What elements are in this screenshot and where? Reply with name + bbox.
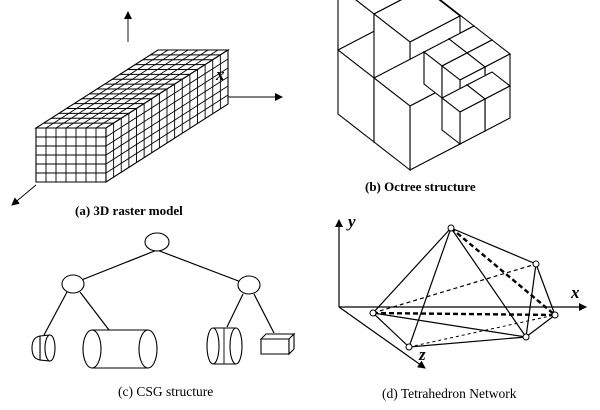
octree-caption: (b) Octree structure <box>365 179 476 194</box>
csg-edge <box>253 293 275 334</box>
csg-panel: (c) CSG structure <box>31 232 296 399</box>
tetra-axes <box>335 219 587 369</box>
csg-left-node <box>61 274 85 294</box>
csg-caption: (c) CSG structure <box>118 384 213 399</box>
csg-right-node <box>237 275 261 295</box>
octree-cube-top <box>355 0 403 15</box>
box-primitive <box>259 332 296 356</box>
tetra-x-label: x <box>570 283 580 302</box>
csg-tree-edges <box>43 249 275 336</box>
tetra-caption: (d) Tetrahedron Network <box>382 386 517 401</box>
cylinder-primitive <box>82 329 158 369</box>
csg-edge <box>79 291 110 331</box>
csg-edge <box>73 249 158 284</box>
octree-cubes <box>336 0 512 172</box>
raster-model-panel: x (a) 3D raster model <box>11 11 283 218</box>
raster-caption: (a) 3D raster model <box>75 203 183 218</box>
raster-diagonal-axis <box>11 184 37 206</box>
csg-edge <box>156 249 250 286</box>
tetra-network <box>369 224 559 351</box>
csg-root-node <box>144 232 170 252</box>
octree-cube-left <box>441 96 461 146</box>
cone-primitive <box>31 334 56 362</box>
csg-edge <box>226 293 244 328</box>
tetra-y-label: y <box>346 212 356 231</box>
csg-edge <box>43 291 68 336</box>
tetrahedron-panel: y x z (d) Tetrahedron Network <box>335 212 587 401</box>
raster-x-label: x <box>215 65 225 84</box>
tetra-z-axis <box>338 306 426 369</box>
csg-tree-nodes <box>61 232 261 295</box>
tetra-z-label: z <box>418 345 426 364</box>
octree-panel: (b) Octree structure <box>336 0 512 194</box>
upright-cylinder-primitive <box>206 327 243 365</box>
csg-primitives <box>31 327 296 369</box>
octree-cube-left <box>373 76 411 172</box>
raster-axes <box>11 11 283 206</box>
raster-block <box>34 48 230 184</box>
